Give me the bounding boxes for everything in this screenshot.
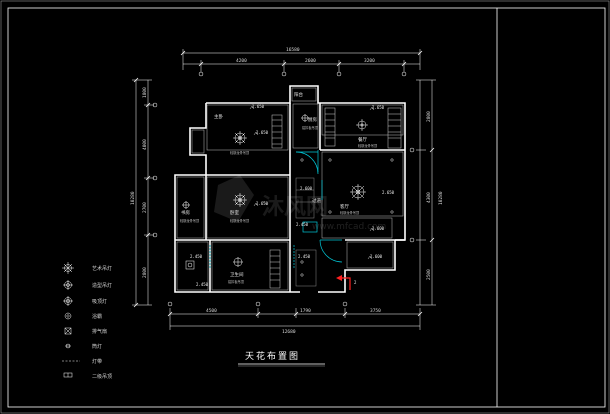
dim-bottom-total: 12680 xyxy=(282,329,296,335)
floor-plan-walls xyxy=(174,85,406,293)
corridor-details xyxy=(295,177,317,287)
bath-heater-icon xyxy=(185,260,195,270)
watermark-logo-icon xyxy=(214,175,254,222)
dim-right-seg-2: 4300 xyxy=(426,192,432,203)
watermark-text: 沐风网 xyxy=(262,195,328,220)
dim-left-total: 10280 xyxy=(130,191,136,205)
legend-label: 筒灯 xyxy=(92,343,102,350)
dim-right-seg-3: 2500 xyxy=(426,269,432,280)
legend-label: 浴霸 xyxy=(92,313,102,320)
dim-top-total: 16580 xyxy=(286,47,300,53)
room-note-bedroom: 轻钢龙骨吊顶 xyxy=(230,218,250,223)
built-in-cabinets xyxy=(269,107,402,289)
elevation-mark: 2.600 xyxy=(372,226,385,231)
elevation-mark: 2.650 xyxy=(382,190,395,195)
axis-bubbles xyxy=(152,71,415,307)
legend: 艺术吊灯 造型吊灯 吸顶灯 浴霸 排气扇 筒灯 灯带 二级吊顶 xyxy=(62,262,112,380)
room-label-bathroom: 卫生间 xyxy=(230,271,244,278)
ceiling-light-icon xyxy=(301,114,309,122)
room-label-study: 书房 xyxy=(181,209,190,216)
light-fixtures xyxy=(182,114,394,277)
room-label-master-bedroom: 主卧 xyxy=(214,113,223,120)
grille-light-icon xyxy=(63,372,73,378)
dim-left-seg-4: 2800 xyxy=(142,267,148,278)
elevation-mark: 2.600 xyxy=(300,186,313,191)
elevation-mark: 2.650 xyxy=(256,201,269,206)
room-label-kitchen: 厨房 xyxy=(308,116,317,123)
legend-label: 吸顶灯 xyxy=(92,298,107,305)
room-note-living: 轻钢龙骨吊顶 xyxy=(340,210,360,215)
elevation-mark: 2.450 xyxy=(196,282,209,287)
room-note-bathroom: 铝扣板吊顶 xyxy=(228,279,245,284)
room-label-balcony: 阳台 xyxy=(294,91,303,98)
elevation-mark: 2.450 xyxy=(190,254,203,259)
chandelier-icon xyxy=(62,262,74,274)
legend-label: 排气扇 xyxy=(92,328,107,335)
elevation-mark: 2.600 xyxy=(370,254,383,259)
dim-top-seg-2: 2600 xyxy=(305,58,316,64)
room-label-bedroom: 卧室 xyxy=(230,209,239,216)
elevation-mark: 2.450 xyxy=(298,254,311,259)
room-label-dining: 餐厅 xyxy=(358,136,367,143)
elevation-triangles xyxy=(249,105,375,260)
elevation-mark: 2.450 xyxy=(296,222,309,227)
entry-marker: 2 xyxy=(336,275,357,290)
dim-left-seg-3: 2700 xyxy=(142,202,148,213)
dim-left-seg-2: 4000 xyxy=(142,139,148,150)
legend-label: 造型吊灯 xyxy=(92,282,112,289)
room-note-kitchen: 铝扣板吊顶 xyxy=(302,125,319,130)
entry-marker-label: 2 xyxy=(354,280,357,285)
recessed-light-icon xyxy=(63,280,73,290)
dim-left-seg-1: 1800 xyxy=(142,87,148,98)
chandelier-icon xyxy=(233,131,247,145)
room-note-master-bedroom: 轻钢龙骨吊顶 xyxy=(230,150,250,155)
chandelier-icon xyxy=(233,193,247,207)
dim-bottom-seg-2: 1790 xyxy=(300,308,311,314)
dim-top-seg-1: 4200 xyxy=(236,58,247,64)
elevation-mark: 2.650 xyxy=(252,104,265,109)
dim-right-seg-1: 2800 xyxy=(426,111,432,122)
sheet-border-inner xyxy=(7,7,606,408)
elevation-mark: 2.650 xyxy=(372,105,385,110)
door-openings xyxy=(209,150,343,268)
watermark: 沐风网 www.mfcad.com xyxy=(214,175,386,232)
room-note-study: 轻钢龙骨吊顶 xyxy=(180,218,200,223)
dimension-ticks xyxy=(133,50,435,317)
legend-label: 灯带 xyxy=(92,358,102,365)
dim-right-total: 10280 xyxy=(438,191,444,205)
room-label-corridor: 过道 xyxy=(312,197,321,204)
dim-bottom-seg-1: 4500 xyxy=(206,308,217,314)
legend-label: 二级吊顶 xyxy=(92,373,112,380)
room-note-dining: 轻钢龙骨吊顶 xyxy=(358,143,378,148)
dimension-lines xyxy=(132,49,436,330)
downlight-icon xyxy=(300,158,394,277)
legend-label: 艺术吊灯 xyxy=(92,265,112,272)
dim-bottom-seg-3: 3750 xyxy=(370,308,381,314)
exhaust-fan-icon xyxy=(64,327,72,335)
chandelier-icon xyxy=(356,119,368,131)
chandelier-icon xyxy=(350,184,366,200)
ceiling-light-icon xyxy=(63,296,73,306)
ceiling-light-icon xyxy=(182,201,190,209)
watermark-sub: www.mfcad.com xyxy=(312,222,386,232)
downlight-icon xyxy=(65,343,71,349)
dim-top-seg-3: 3200 xyxy=(364,58,375,64)
ceiling-light-icon xyxy=(233,257,243,267)
bath-heater-icon xyxy=(64,312,72,320)
room-label-living: 客厅 xyxy=(340,203,349,210)
drawing-title: 天花布置图 xyxy=(245,350,300,362)
elevation-mark: 2.650 xyxy=(256,130,269,135)
